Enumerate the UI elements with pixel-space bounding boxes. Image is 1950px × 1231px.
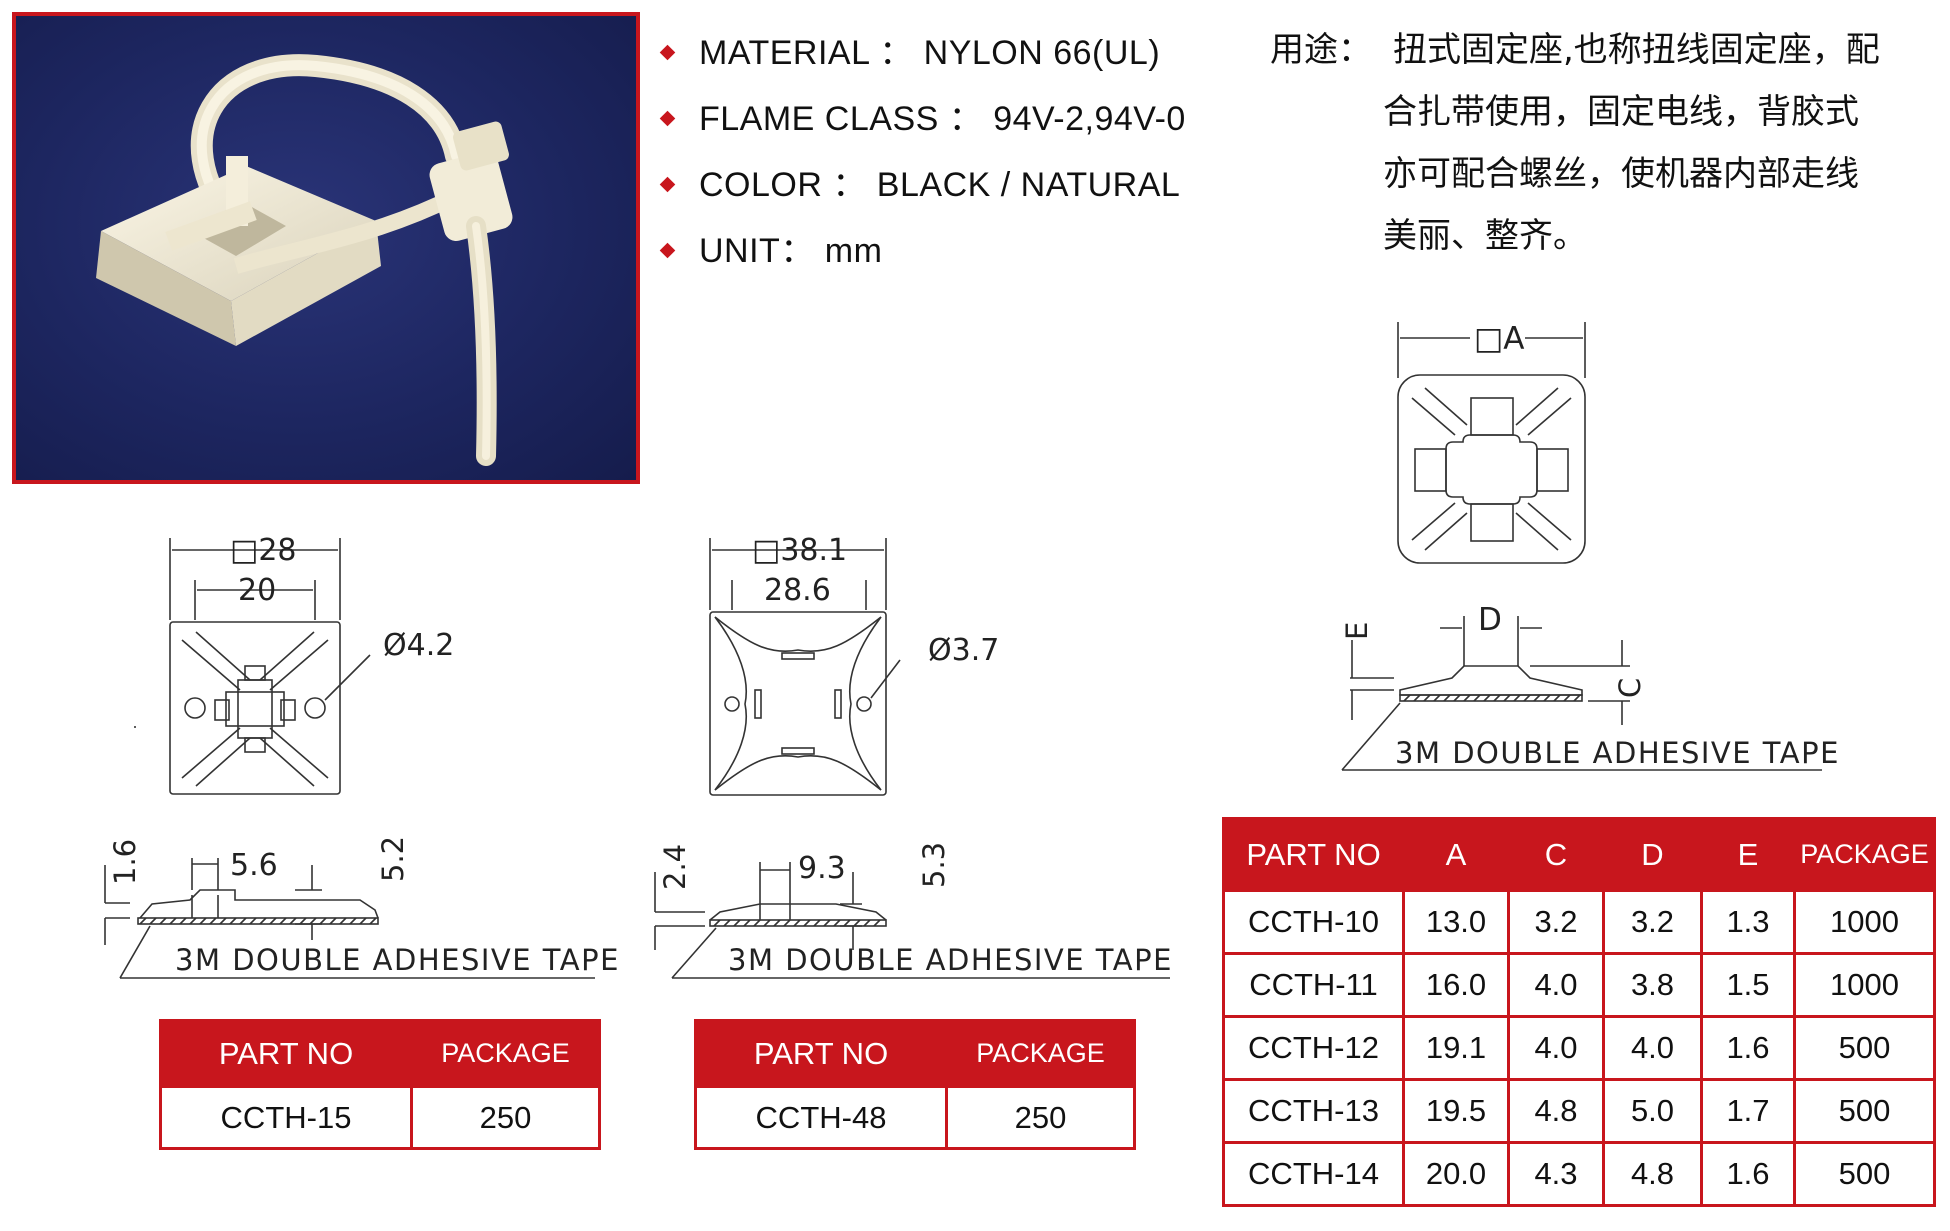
usage-label: 用途： (1270, 30, 1372, 70)
cell-part-no: CCTH-14 (1222, 1141, 1405, 1207)
bullet-diamond-icon (659, 110, 676, 126)
cell-a: 16.0 (1402, 952, 1510, 1018)
header-package: PACKAGE (1793, 817, 1936, 892)
cable-tie-mount-image (96, 54, 513, 466)
table-row: CCTH-48 250 (694, 1085, 1136, 1150)
dim-h2-48: 5.3 (917, 842, 951, 888)
spec-unit: UNIT： mm (659, 223, 883, 272)
cell-package: 1000 (1793, 889, 1936, 955)
spec-unit-text: UNIT： mm (699, 232, 883, 270)
cell-package: 1000 (1793, 952, 1936, 1018)
table-row: CCTH-13 19.5 4.8 5.0 1.7 500 (1222, 1078, 1936, 1144)
cell-c: 4.3 (1507, 1141, 1605, 1207)
header-c: C (1507, 817, 1605, 892)
table-row: CCTH-15 250 (159, 1085, 601, 1150)
usage-line-3: 亦可配合螺丝，使机器内部走线 (1383, 154, 1859, 194)
cell-package: 500 (1793, 1141, 1936, 1207)
table-ccth-15: PART NO PACKAGE CCTH-15 250 (159, 1019, 601, 1150)
spec-flame-text: FLAME CLASS ： 94V-2,94V-0 (699, 100, 1186, 138)
dim-inner-15: 20 (238, 573, 276, 608)
cell-part-no: CCTH-48 (694, 1085, 948, 1150)
cell-d: 4.0 (1602, 1015, 1703, 1081)
dim-outer-48: □38.1 (752, 533, 847, 568)
header-part-no: PART NO (694, 1019, 948, 1088)
header-d: D (1602, 817, 1703, 892)
cell-part-no: CCTH-13 (1222, 1078, 1405, 1144)
table-main: PART NO A C D E PACKAGE CCTH-10 13.0 3.2… (1222, 817, 1936, 1207)
tape-label-15: 3M DOUBLE ADHESIVE TAPE (175, 943, 620, 977)
header-package: PACKAGE (410, 1019, 601, 1088)
cell-part-no: CCTH-11 (1222, 952, 1405, 1018)
dim-c: C (1613, 678, 1647, 698)
table-row: CCTH-11 16.0 4.0 3.8 1.5 1000 (1222, 952, 1936, 1018)
spec-color-text: COLOR ： BLACK / NATURAL (699, 166, 1181, 204)
spec-color: COLOR ： BLACK / NATURAL (659, 157, 1181, 206)
cell-c: 4.0 (1507, 952, 1605, 1018)
bullet-diamond-icon (659, 44, 676, 60)
dim-width-15: 5.6 (230, 848, 278, 883)
dim-hole-48: Ø3.7 (928, 633, 999, 668)
tape-label-generic: 3M DOUBLE ADHESIVE TAPE (1395, 736, 1840, 770)
cell-e: 1.3 (1700, 889, 1796, 955)
cell-c: 3.2 (1507, 889, 1605, 955)
dim-h1-15: 1.6 (108, 839, 142, 885)
table-row: CCTH-10 13.0 3.2 3.2 1.3 1000 (1222, 889, 1936, 955)
cell-part-no: CCTH-10 (1222, 889, 1405, 955)
cell-e: 1.7 (1700, 1078, 1796, 1144)
product-photo (12, 12, 640, 484)
table-row: CCTH-14 20.0 4.3 4.8 1.6 500 (1222, 1141, 1936, 1207)
header-part-no: PART NO (1222, 817, 1405, 892)
drawing-ccth-48: □38.1 28.6 Ø3.7 9.3 2.4 5.3 3M DOUBLE AD… (654, 533, 1173, 979)
header-a: A (1402, 817, 1510, 892)
spec-material-text: MATERIAL ： NYLON 66(UL) (699, 34, 1161, 72)
spec-flame-class: FLAME CLASS ： 94V-2,94V-0 (659, 91, 1186, 140)
header-e: E (1700, 817, 1796, 892)
cell-a: 19.1 (1402, 1015, 1510, 1081)
usage-line-1: 扭式固定座,也称扭线固定座，配 (1393, 30, 1880, 70)
cell-d: 3.2 (1602, 889, 1703, 955)
header-package: PACKAGE (945, 1019, 1136, 1088)
drawing-ccth-15: □28 20 Ø4.2 5.6 1.6 5.2 3M DOUBLE ADHESI… (104, 533, 620, 979)
usage-line-4: 美丽、整齐。 (1383, 216, 1587, 256)
dim-e: E (1340, 622, 1374, 640)
table-ccth-48: PART NO PACKAGE CCTH-48 250 (694, 1019, 1136, 1150)
cell-e: 1.6 (1700, 1141, 1796, 1207)
spec-material: MATERIAL ： NYLON 66(UL) (659, 25, 1161, 74)
cell-package: 500 (1793, 1015, 1936, 1081)
dim-a: □A (1474, 321, 1525, 357)
cell-a: 20.0 (1402, 1141, 1510, 1207)
cell-d: 4.8 (1602, 1141, 1703, 1207)
table-row: CCTH-12 19.1 4.0 4.0 1.6 500 (1222, 1015, 1936, 1081)
cell-c: 4.8 (1507, 1078, 1605, 1144)
dim-h2-15: 5.2 (376, 836, 410, 882)
cell-e: 1.6 (1700, 1015, 1796, 1081)
dim-h1-48: 2.4 (658, 844, 692, 890)
dim-hole-15: Ø4.2 (383, 628, 454, 663)
tape-label-48: 3M DOUBLE ADHESIVE TAPE (728, 943, 1173, 977)
bullet-diamond-icon (659, 176, 676, 192)
bullet-diamond-icon (659, 242, 676, 258)
cell-a: 13.0 (1402, 889, 1510, 955)
cell-d: 3.8 (1602, 952, 1703, 1018)
dim-d: D (1478, 602, 1502, 638)
cell-package: 250 (410, 1085, 601, 1150)
cell-e: 1.5 (1700, 952, 1796, 1018)
cell-c: 4.0 (1507, 1015, 1605, 1081)
cell-package: 250 (945, 1085, 1136, 1150)
cell-a: 19.5 (1402, 1078, 1510, 1144)
header-part-no: PART NO (159, 1019, 413, 1088)
cell-part-no: CCTH-15 (159, 1085, 413, 1150)
dim-outer-15: □28 (230, 533, 297, 568)
cell-package: 500 (1793, 1078, 1936, 1144)
cell-part-no: CCTH-12 (1222, 1015, 1405, 1081)
cell-d: 5.0 (1602, 1078, 1703, 1144)
dim-width-48: 9.3 (798, 851, 846, 886)
dim-inner-48: 28.6 (764, 573, 831, 608)
usage-line-2: 合扎带使用，固定电线，背胶式 (1383, 92, 1859, 132)
drawing-generic: □A D E C 3M DOUBLE ADHESIVE TAPE (1340, 321, 1840, 771)
